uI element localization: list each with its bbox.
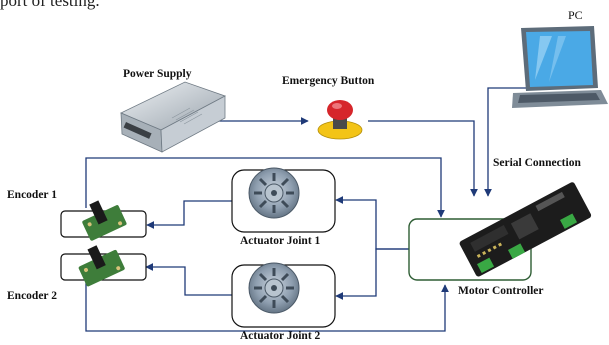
actuator-joint-2-label: Actuator Joint 2: [240, 330, 321, 342]
motor-controller-box: [408, 218, 532, 281]
arrow-actuator2-to-encoder2: [145, 263, 232, 296]
actuator-motor-icon: [248, 262, 300, 314]
motor-controller-label: Motor Controller: [458, 285, 544, 297]
arrow-controller-to-actuator2: [335, 248, 409, 300]
actuator-motor-icon: [248, 167, 300, 219]
encoder-1-label: Encoder 1: [7, 189, 57, 201]
encoder-board-icon: [78, 245, 125, 287]
laptop-icon: [512, 26, 608, 108]
arrow-controller-to-actuator1: [335, 196, 409, 250]
power-supply-label: Power Supply: [123, 68, 192, 80]
arrow-encoder2-to-controller: [85, 278, 449, 332]
encoder-board-icon: [82, 200, 127, 241]
arrow-pc-to-controller: [484, 87, 528, 197]
serial-connection-label: Serial Connection: [493, 157, 581, 169]
motor-controller-board-icon: [459, 182, 592, 277]
arrow-emergency-to-controller: [368, 120, 478, 197]
pc-label: PC: [568, 8, 583, 22]
connectors: [85, 87, 528, 332]
caption-fragment: port of testing.: [0, 0, 100, 10]
power-supply-icon: [120, 81, 226, 153]
emergency-button-label: Emergency Button: [282, 75, 375, 87]
encoder-1-box: [60, 210, 147, 238]
actuator-joint-1-label: Actuator Joint 1: [240, 235, 321, 247]
encoder-2-box: [60, 253, 147, 281]
encoder-2-label: Encoder 2: [7, 290, 57, 302]
emergency-button-icon: [317, 100, 363, 140]
arrow-encoder1-to-controller: [85, 157, 445, 218]
arrow-actuator1-to-encoder1: [146, 200, 232, 229]
